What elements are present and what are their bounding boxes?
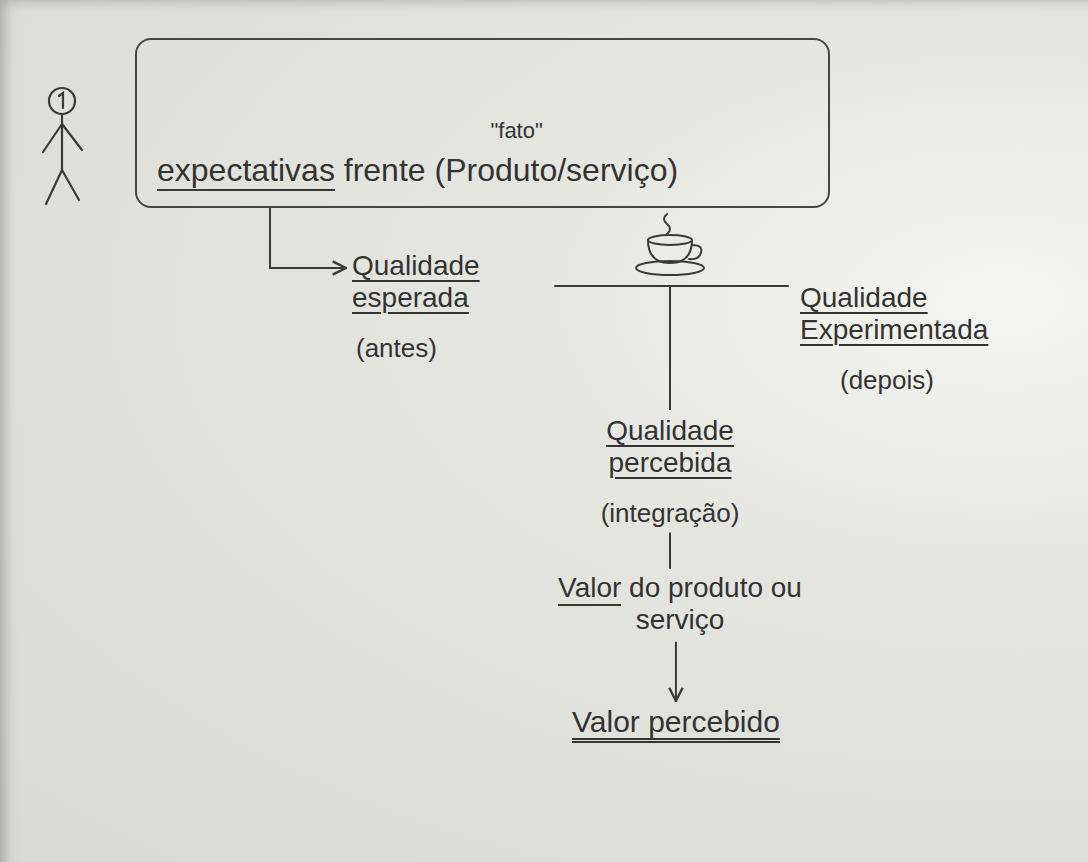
- expectation-box: expectativas frente (Produto/serviço) "fa…: [135, 38, 830, 208]
- concept-node: Valor do produto ou serviço: [520, 572, 840, 636]
- node-note: (depois): [800, 366, 1060, 396]
- connector: [669, 533, 671, 568]
- concept-node: Qualidade esperada (antes): [352, 250, 547, 364]
- connector: [555, 286, 670, 409]
- coffee-cup: [636, 214, 704, 275]
- concept-node: Qualidade percebida (integração): [575, 415, 765, 529]
- node-note: (antes): [352, 334, 547, 364]
- node-note: "fato": [490, 118, 542, 143]
- underline: [157, 189, 335, 191]
- node-heading: Qualidade percebida: [575, 415, 765, 479]
- node-note: (integração): [575, 499, 765, 529]
- node-heading: Valor percebido: [572, 705, 780, 740]
- underline: [558, 604, 621, 606]
- connector: [670, 286, 788, 409]
- concept-node: Qualidade Experimentada (depois): [800, 282, 1060, 396]
- connector: [270, 208, 346, 268]
- node-heading: Qualidade esperada: [352, 250, 547, 314]
- node-heading: Qualidade Experimentada: [800, 282, 1060, 346]
- node-heading: Valor do produto ou serviço: [520, 572, 840, 636]
- concept-node: Valor percebido: [572, 705, 780, 740]
- stick-figure: [43, 88, 82, 204]
- connector: [675, 642, 677, 701]
- node-heading: expectativas frente (Produto/serviço): [157, 152, 678, 189]
